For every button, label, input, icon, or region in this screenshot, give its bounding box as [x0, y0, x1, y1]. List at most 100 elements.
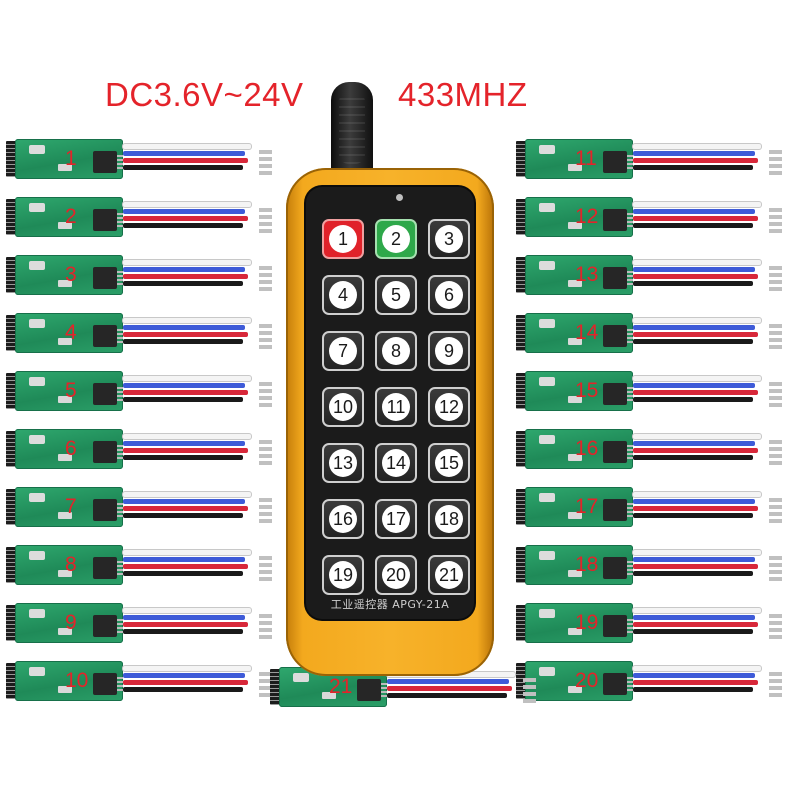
- white-wire: [633, 666, 761, 671]
- key-12[interactable]: 12: [428, 387, 470, 427]
- receiver-module: 17: [516, 484, 782, 530]
- black-wire: [633, 455, 753, 460]
- chip: [603, 209, 633, 231]
- blue-wire: [123, 441, 245, 446]
- receiver-module: 7: [6, 484, 272, 530]
- key-15[interactable]: 15: [428, 443, 470, 483]
- circuit-board: 15: [525, 371, 633, 411]
- module-number: 19: [575, 611, 599, 634]
- receiver-module: 16: [516, 426, 782, 472]
- key-10[interactable]: 10: [322, 387, 364, 427]
- module-number: 15: [575, 379, 599, 402]
- receiver-module: 5: [6, 368, 272, 414]
- receiver-module: 15: [516, 368, 782, 414]
- key-11[interactable]: 11: [375, 387, 417, 427]
- key-6[interactable]: 6: [428, 275, 470, 315]
- key-4[interactable]: 4: [322, 275, 364, 315]
- key-17[interactable]: 17: [375, 499, 417, 539]
- white-wire: [123, 608, 251, 613]
- key-14[interactable]: 14: [375, 443, 417, 483]
- frequency-label: 433MHZ: [398, 76, 528, 113]
- key-20[interactable]: 20: [375, 555, 417, 595]
- pin-header: [270, 669, 280, 705]
- receiver-module: 13: [516, 252, 782, 298]
- key-13[interactable]: 13: [322, 443, 364, 483]
- blue-wire: [633, 499, 755, 504]
- key-label: 18: [435, 505, 463, 533]
- wire-bundle: [387, 672, 536, 706]
- red-wire: [633, 216, 758, 221]
- wire-tips: [259, 614, 272, 642]
- wire-bundle: [123, 492, 272, 526]
- chip: [603, 557, 633, 579]
- chip: [93, 557, 123, 579]
- key-18[interactable]: 18: [428, 499, 470, 539]
- wire-bundle: [123, 144, 272, 178]
- wire-tips: [259, 382, 272, 410]
- circuit-board: 3: [15, 255, 123, 295]
- key-label: 1: [329, 225, 357, 253]
- receiver-module: 18: [516, 542, 782, 588]
- red-wire: [123, 216, 248, 221]
- key-19[interactable]: 19: [322, 555, 364, 595]
- key-16[interactable]: 16: [322, 499, 364, 539]
- red-wire: [633, 564, 758, 569]
- key-label: 11: [382, 393, 410, 421]
- chip: [93, 151, 123, 173]
- blue-wire: [123, 267, 245, 272]
- wire-bundle: [123, 434, 272, 468]
- white-wire: [123, 666, 251, 671]
- chip: [603, 615, 633, 637]
- pin-header: [6, 199, 16, 235]
- wire-bundle: [123, 202, 272, 236]
- black-wire: [123, 339, 243, 344]
- blue-wire: [633, 615, 755, 620]
- module-number: 20: [575, 669, 599, 692]
- key-21[interactable]: 21: [428, 555, 470, 595]
- blue-wire: [633, 383, 755, 388]
- blue-wire: [123, 673, 245, 678]
- key-label: 8: [382, 337, 410, 365]
- blue-wire: [123, 383, 245, 388]
- receiver-module: 1: [6, 136, 272, 182]
- blue-wire: [123, 499, 245, 504]
- key-label: 9: [435, 337, 463, 365]
- chip: [93, 615, 123, 637]
- wire-tips: [259, 266, 272, 294]
- blue-wire: [123, 615, 245, 620]
- chip: [93, 325, 123, 347]
- red-wire: [123, 680, 248, 685]
- white-wire: [633, 144, 761, 149]
- wire-tips: [769, 614, 782, 642]
- circuit-board: 8: [15, 545, 123, 585]
- red-wire: [633, 332, 758, 337]
- module-number: 21: [329, 675, 353, 698]
- white-wire: [633, 434, 761, 439]
- key-5[interactable]: 5: [375, 275, 417, 315]
- black-wire: [633, 397, 753, 402]
- circuit-board: 18: [525, 545, 633, 585]
- module-number: 18: [575, 553, 599, 576]
- wire-bundle: [633, 434, 782, 468]
- red-wire: [123, 622, 248, 627]
- key-label: 14: [382, 449, 410, 477]
- blue-wire: [633, 673, 755, 678]
- key-label: 13: [329, 449, 357, 477]
- chip: [603, 499, 633, 521]
- chip: [93, 209, 123, 231]
- key-8[interactable]: 8: [375, 331, 417, 371]
- key-label: 15: [435, 449, 463, 477]
- chip: [603, 673, 633, 695]
- key-3[interactable]: 3: [428, 219, 470, 259]
- key-1[interactable]: 1: [322, 219, 364, 259]
- black-wire: [633, 629, 753, 634]
- chip: [93, 383, 123, 405]
- red-wire: [123, 390, 248, 395]
- key-label: 21: [435, 561, 463, 589]
- key-2[interactable]: 2: [375, 219, 417, 259]
- key-9[interactable]: 9: [428, 331, 470, 371]
- key-7[interactable]: 7: [322, 331, 364, 371]
- pin-header: [516, 489, 526, 525]
- black-wire: [123, 223, 243, 228]
- key-label: 7: [329, 337, 357, 365]
